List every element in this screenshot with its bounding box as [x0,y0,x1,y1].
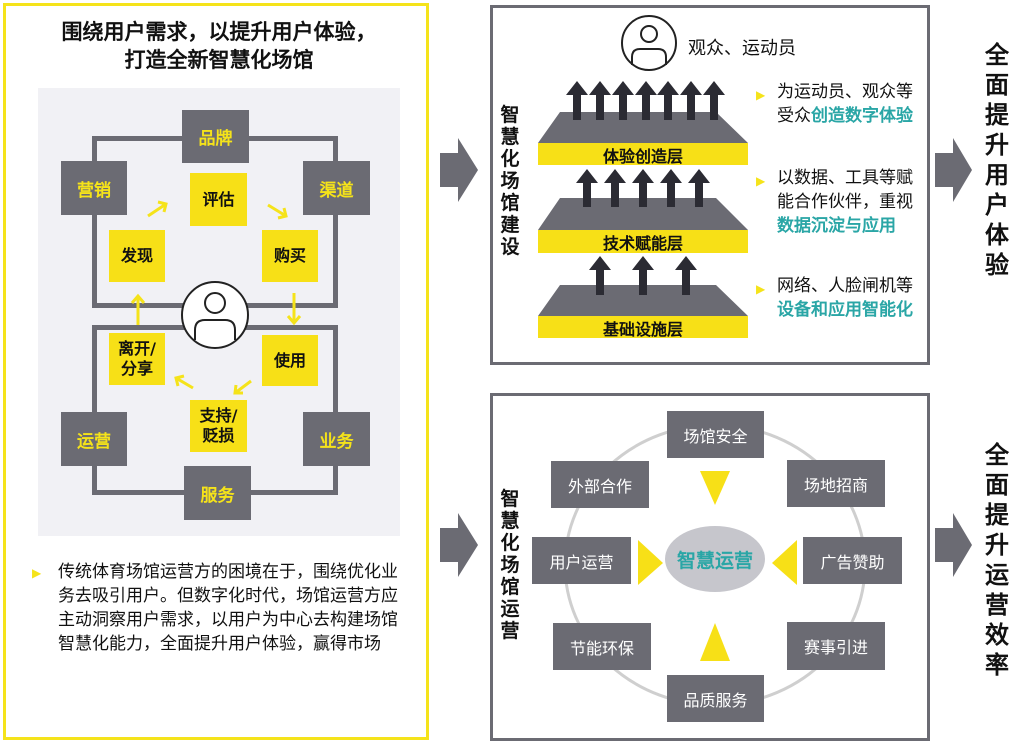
up-arrow-icon [589,81,611,120]
right-arrow-icon [935,138,972,202]
node-service: 服务 [184,466,251,520]
triangle-left-icon [772,540,797,585]
up-arrow-icon [703,81,725,120]
left-panel: 围绕用户需求，以提升用户体验， 打造全新智慧化场馆 [3,3,429,740]
up-arrow-icon [680,81,702,120]
bullet-icon: ▶ [756,174,766,188]
result-efficiency: 全面提升运营效率 [985,441,1009,679]
journey-arrows [130,200,302,395]
layer-desc-1: 为运动员、观众等受众创造数字体验 [777,82,913,126]
arrow-icon [233,379,252,395]
layer-desc-3: 网络、人脸闸机等设备和应用智能化 [777,276,913,320]
left-title: 围绕用户需求，以提升用户体验， 打造全新智慧化场馆 [61,20,377,72]
step-leave-share: 离开/分享 [109,333,165,385]
up-arrow-icon [635,81,657,120]
node-partnership: 外部合作 [551,461,649,508]
up-arrow-icon [566,81,588,120]
up-arrow-icon [604,169,626,207]
triangle-down-icon [700,471,730,505]
up-arrow-icon [688,169,710,207]
up-arrow-icon [675,256,697,295]
node-quality-service: 品质服务 [667,675,764,722]
node-venue-safety: 场馆安全 [667,411,764,458]
node-channel: 渠道 [303,161,370,215]
node-leasing: 场地招商 [787,460,885,507]
node-events: 赛事引进 [787,622,885,670]
step-support: 支持/贬损 [190,400,247,452]
layer-bottom [538,285,748,316]
bullet-icon: ▶ [756,88,766,102]
center-label: 智慧运营 [676,550,753,572]
up-arrow-icon [632,169,654,207]
layer-stack [538,15,748,316]
arrow-icon [147,200,168,218]
node-sponsorship: 广告赞助 [803,537,902,584]
arrow-icon [267,203,288,220]
arrow-icon [174,374,194,390]
construction-label: 智慧化场馆建设 [500,104,520,258]
result-experience: 全面提升用户体验 [985,41,1009,279]
step-use: 使用 [262,335,318,386]
node-business: 业务 [303,412,370,466]
up-arrow-icon [632,256,654,295]
arrow-icon [286,293,302,326]
triangle-up-icon [700,623,730,661]
step-evaluate: 评估 [190,173,247,226]
right-arrow-icon [935,513,972,577]
operation-panel [490,393,930,741]
up-arrow-icon [589,256,611,295]
arrow-icon [130,293,146,325]
audience-label: 观众、运动员 [688,38,796,59]
node-marketing: 营销 [61,161,127,215]
node-operation: 运营 [61,412,127,466]
step-purchase: 购买 [262,230,318,282]
layer-experience: 体验创造层 [538,143,748,166]
user-icon [621,15,677,71]
user-icon [181,281,249,349]
layer-desc-2: 以数据、工具等赋能合作伙伴，重视数据沉淀与应用 [777,168,913,236]
layer-infrastructure: 基础设施层 [538,316,748,339]
layer-technology: 技术赋能层 [538,230,748,253]
step-discover: 发现 [109,230,165,282]
triangle-right-icon [638,540,663,585]
construction-panel [490,5,930,365]
left-description: 传统体育场馆运营方的困境在于，围绕优化业务去吸引用户。但数字化时代，场馆运营方应… [58,562,398,654]
up-arrow-icon [576,169,598,207]
layer-top [538,112,748,143]
bullet-icon: ▶ [32,566,42,580]
node-brand: 品牌 [182,110,249,163]
operation-label: 智慧化场馆运营 [500,488,520,642]
right-arrow-icon [440,513,478,577]
center-ellipse [665,526,765,592]
up-arrow-icon [660,169,682,207]
up-arrow-icon [657,81,679,120]
right-arrow-icon [440,138,478,202]
up-arrow-icon [612,81,634,120]
node-energy: 节能环保 [553,623,651,670]
journey-diagram: 品牌 营销 渠道 运营 业务 服务 评估 发现 购买 使用 离开/分享 支持/贬… [38,88,400,536]
bullet-icon: ▶ [756,282,766,296]
node-user-operation: 用户运营 [532,537,631,584]
